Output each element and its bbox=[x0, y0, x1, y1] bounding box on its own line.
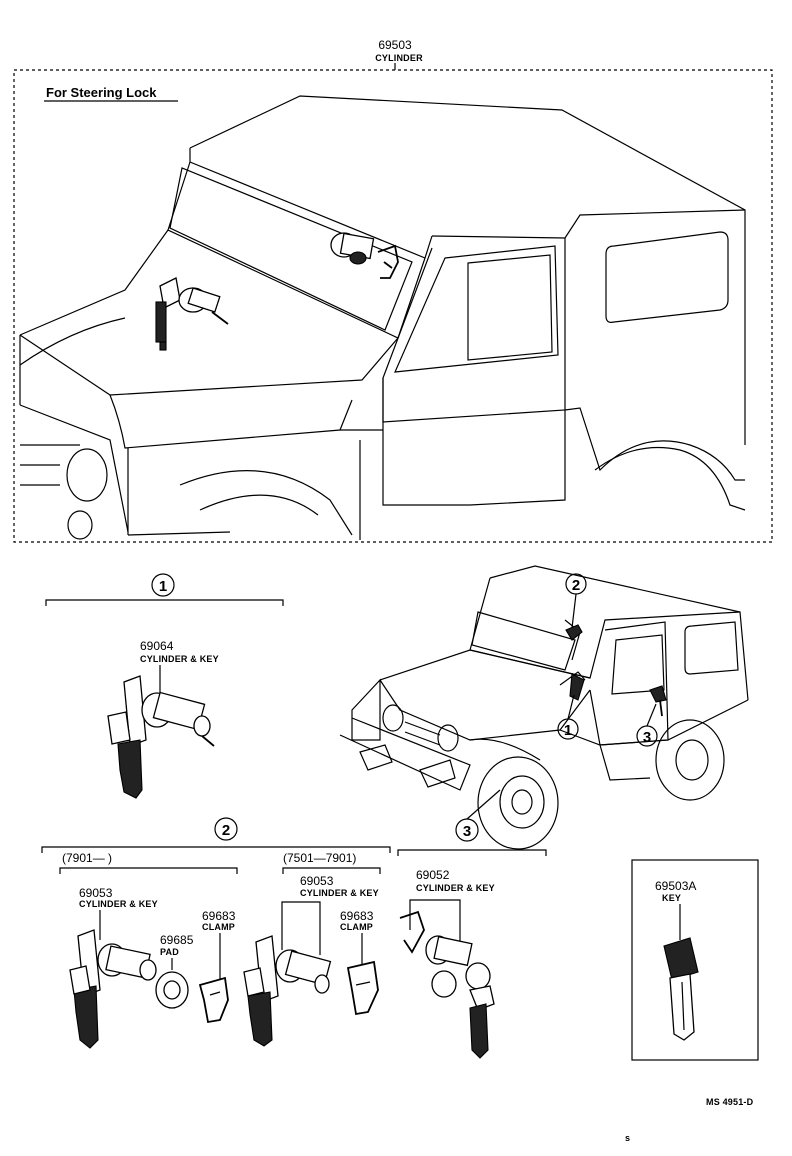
group-3-badge-number: 3 bbox=[463, 823, 471, 840]
steering-lock-section: 69503 CYLINDER For Steering Lock bbox=[13, 38, 773, 543]
vehicle-callout-3-text: 3 bbox=[643, 729, 651, 746]
group-2-right-clamp-number: 69683 bbox=[340, 909, 374, 923]
group-2-right-cylinder-number: 69053 bbox=[300, 874, 334, 888]
group-2-left-bracket bbox=[59, 867, 238, 874]
group-3-part-number: 69052 bbox=[416, 868, 450, 882]
key-box-frame bbox=[631, 859, 759, 1061]
top-part-name: CYLINDER bbox=[375, 53, 423, 63]
vehicle-callouts: 2 1 3 bbox=[557, 573, 658, 747]
key-box-part-number: 69503A bbox=[655, 879, 696, 893]
large-vehicle-drawing bbox=[19, 95, 746, 540]
group-2-right-date-range: (7501—7901) bbox=[283, 851, 356, 865]
group-2-right-clamp-name: CLAMP bbox=[340, 922, 373, 932]
group-2-left-clamp-number: 69683 bbox=[202, 909, 236, 923]
group-2-pad-number: 69685 bbox=[160, 933, 194, 947]
group-3-cylinder-key-drawing bbox=[399, 910, 495, 1059]
corner-mark: s bbox=[625, 1133, 630, 1143]
group-2-left-cylinder-name: CYLINDER & KEY bbox=[79, 899, 158, 909]
group-1-badge-number: 1 bbox=[159, 578, 167, 595]
group-2-left-date-range: (7901— ) bbox=[62, 851, 112, 865]
small-vehicle-drawing bbox=[339, 565, 749, 850]
group-2-badge bbox=[214, 817, 238, 841]
steering-lock-cylinder-drawing bbox=[155, 277, 229, 351]
steering-lock-dashed-frame bbox=[13, 69, 773, 543]
group-2-badge-number: 2 bbox=[222, 822, 230, 839]
vehicle-callout-2-text: 2 bbox=[572, 577, 580, 594]
vehicle-callout-1-text: 1 bbox=[564, 722, 572, 739]
group-2-left-cylinder-key-drawing bbox=[69, 929, 157, 1049]
group-2-right-bracket bbox=[282, 867, 381, 874]
key-box: 69503A KEY bbox=[631, 859, 759, 1061]
group-2-left-cylinder-number: 69053 bbox=[79, 886, 113, 900]
group-3-section: 3 69052 CYLINDER & KEY bbox=[397, 789, 547, 1059]
group-2-section: 2 (7901— ) 69053 CYLINDER & KEY 69685 PA… bbox=[41, 817, 391, 1049]
group-2-right-clamp-drawing bbox=[346, 960, 379, 1016]
group-3-bracket bbox=[397, 849, 547, 856]
key-drawing bbox=[663, 937, 699, 1041]
steering-lock-title: For Steering Lock bbox=[46, 85, 157, 100]
group-2-right-cylinder-name: CYLINDER & KEY bbox=[300, 888, 379, 898]
group-2-pad-name: PAD bbox=[160, 947, 179, 957]
group-2-left-clamp-drawing bbox=[198, 976, 229, 1024]
group-1-section: 1 69064 CYLINDER & KEY bbox=[45, 573, 284, 799]
group-1-cylinder-key-drawing bbox=[107, 675, 215, 799]
door-cylinder-top-drawing bbox=[330, 232, 399, 279]
group-2-right-cylinder-key-drawing bbox=[243, 935, 332, 1047]
key-box-part-name: KEY bbox=[662, 893, 681, 903]
group-1-part-name: CYLINDER & KEY bbox=[140, 654, 219, 664]
catalog-code: MS 4951-D bbox=[706, 1097, 754, 1107]
group-2-left-clamp-name: CLAMP bbox=[202, 922, 235, 932]
group-2-pad-drawing bbox=[155, 971, 189, 1009]
group-2-bracket bbox=[41, 846, 391, 853]
group-1-bracket bbox=[45, 599, 284, 606]
group-1-badge bbox=[151, 573, 175, 597]
top-part-number: 69503 bbox=[378, 38, 412, 52]
group-3-part-name: CYLINDER & KEY bbox=[416, 883, 495, 893]
group-1-part-number: 69064 bbox=[140, 639, 174, 653]
